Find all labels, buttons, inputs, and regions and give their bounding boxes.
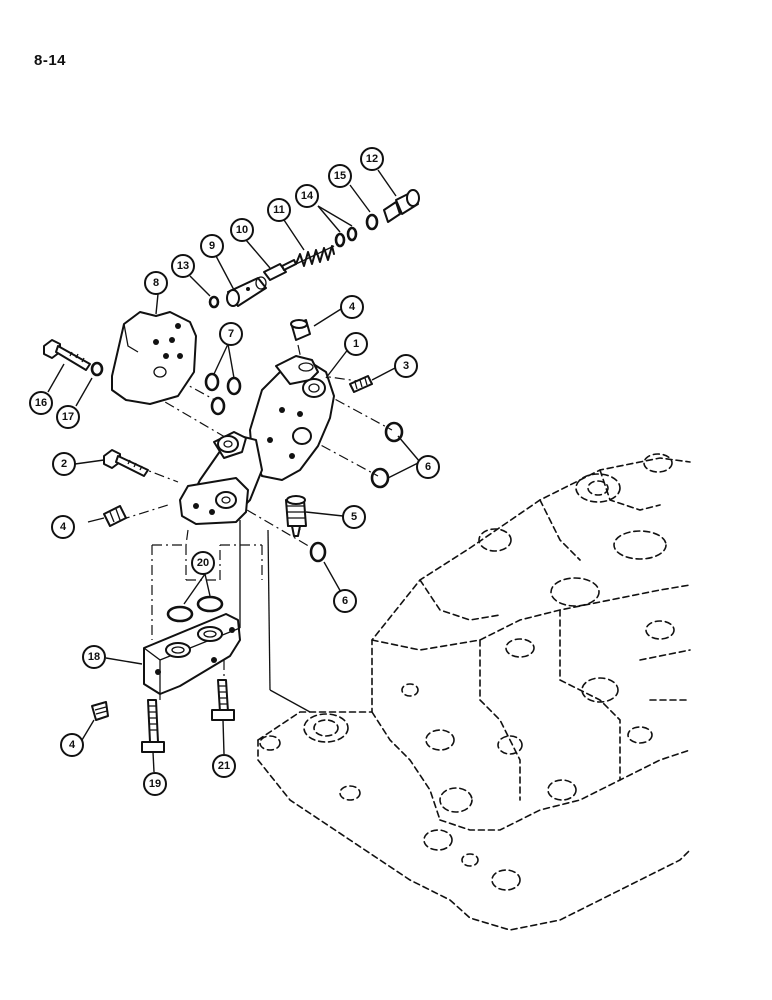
callout-15: 15 — [328, 164, 352, 188]
svg-text:21: 21 — [218, 760, 230, 772]
svg-text:10: 10 — [236, 224, 248, 236]
svg-text:18: 18 — [88, 651, 100, 663]
valve-body-part — [179, 355, 335, 525]
spool-assembly — [208, 189, 420, 309]
svg-text:6: 6 — [342, 595, 348, 607]
callout-3: 3 — [394, 354, 418, 378]
svg-text:4: 4 — [69, 739, 76, 751]
o-rings — [166, 372, 404, 623]
svg-text:5: 5 — [351, 511, 357, 523]
leader-lines — [47, 169, 421, 773]
svg-text:3: 3 — [403, 360, 409, 372]
svg-text:1: 1 — [353, 338, 359, 350]
callout-20: 20 — [191, 551, 215, 575]
callout-4-bottom: 4 — [60, 733, 84, 757]
callout-19: 19 — [143, 772, 167, 796]
callout-5: 5 — [342, 505, 366, 529]
svg-text:17: 17 — [62, 411, 74, 423]
svg-text:8: 8 — [153, 277, 159, 289]
callout-13: 13 — [171, 254, 195, 278]
svg-text:9: 9 — [209, 240, 215, 252]
svg-text:19: 19 — [149, 778, 161, 790]
svg-text:16: 16 — [35, 397, 47, 409]
cover-plate-part — [111, 311, 197, 405]
page-number: 8-14 — [34, 52, 67, 69]
callout-10: 10 — [230, 218, 254, 242]
svg-text:4: 4 — [349, 301, 356, 313]
callout-21: 21 — [212, 754, 236, 778]
callout-6-lower: 6 — [333, 589, 357, 613]
callout-4-top: 4 — [340, 295, 364, 319]
svg-text:2: 2 — [61, 458, 67, 470]
callout-17: 17 — [56, 405, 80, 429]
callout-7: 7 — [219, 322, 243, 346]
callout-2: 2 — [52, 452, 76, 476]
callout-1: 1 — [344, 332, 368, 356]
svg-text:13: 13 — [177, 260, 189, 272]
callout-11: 11 — [267, 198, 291, 222]
svg-text:11: 11 — [273, 204, 285, 216]
svg-text:15: 15 — [334, 170, 346, 182]
callout-4-left: 4 — [51, 515, 75, 539]
adapter-block-part — [143, 613, 241, 695]
callout-8: 8 — [144, 271, 168, 295]
svg-text:6: 6 — [425, 461, 431, 473]
fasteners — [43, 319, 373, 753]
callout-9: 9 — [200, 234, 224, 258]
housing-outline — [257, 453, 691, 931]
svg-text:14: 14 — [301, 190, 314, 202]
callout-14: 14 — [295, 184, 319, 208]
callout-6-upper: 6 — [416, 455, 440, 479]
svg-text:4: 4 — [60, 521, 67, 533]
svg-text:20: 20 — [197, 557, 209, 569]
svg-text:7: 7 — [228, 328, 234, 340]
svg-text:12: 12 — [366, 153, 378, 165]
callout-18: 18 — [82, 645, 106, 669]
callout-16: 16 — [29, 391, 53, 415]
o-ring-13 — [208, 295, 220, 309]
callout-12: 12 — [360, 147, 384, 171]
